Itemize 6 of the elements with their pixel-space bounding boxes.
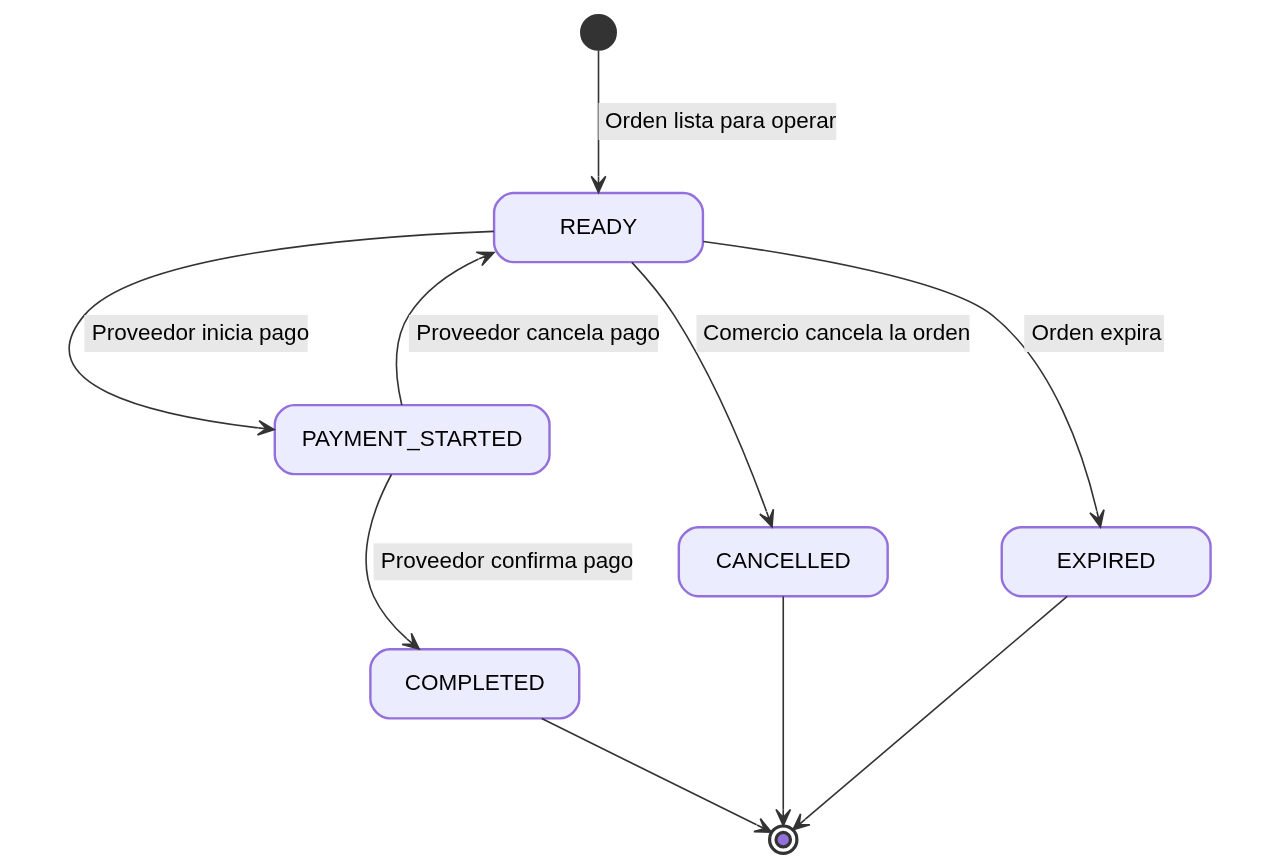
edge-label: Orden expira (1031, 320, 1162, 346)
edge-label: Comercio cancela la orden (702, 320, 971, 346)
edge-label: Proveedor inicia pago (91, 320, 310, 346)
edge-label: Orden lista para operar (604, 108, 837, 134)
edge-label: Proveedor cancela pago (416, 320, 660, 346)
edge-label: Proveedor confirma pago (380, 548, 634, 574)
